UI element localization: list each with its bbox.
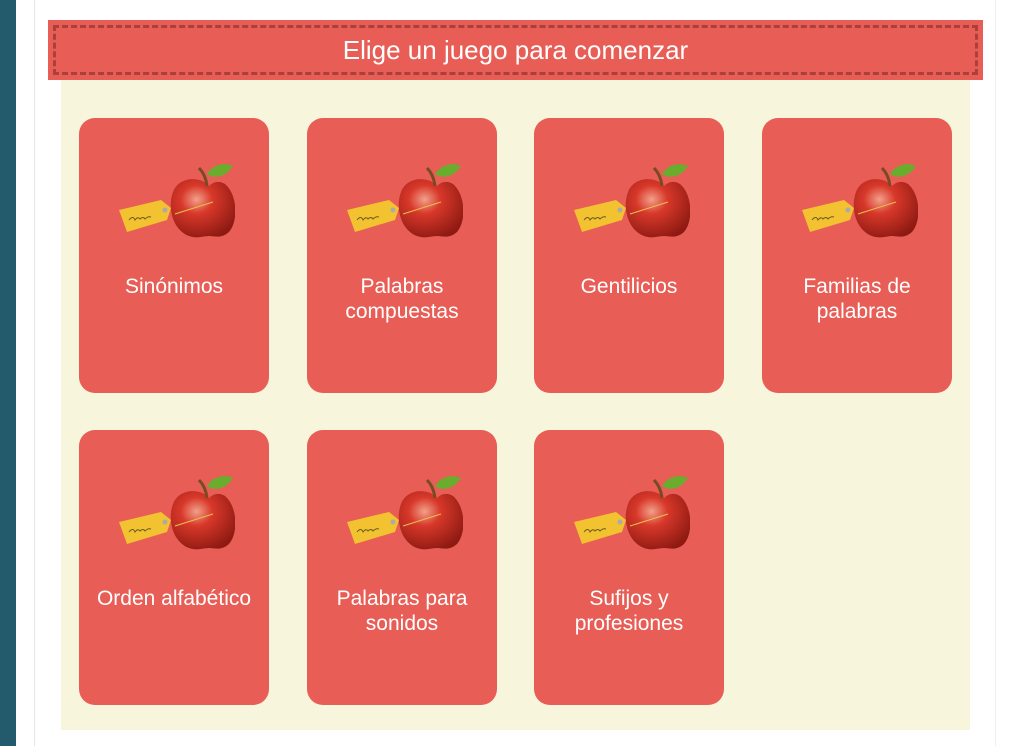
apple-with-tag-icon	[574, 476, 690, 550]
page-title: Elige un juego para comenzar	[342, 34, 689, 65]
game-card-label: Palabras para sonidos	[336, 587, 468, 635]
sidebar-strip	[0, 0, 16, 746]
header-dashed-frame: Elige un juego para comenzar	[53, 25, 978, 75]
page-header: Elige un juego para comenzar	[48, 20, 983, 80]
game-card-label: Sufijos y profesiones	[574, 587, 684, 635]
game-card-label: Palabras compuestas	[345, 275, 459, 323]
game-card-label: Gentilicios	[580, 275, 678, 298]
game-card[interactable]: Palabras compuestas	[307, 118, 497, 393]
divider	[995, 0, 996, 746]
game-card-label: Orden alfabético	[96, 587, 252, 610]
apple-with-tag-icon	[802, 164, 918, 238]
apple-with-tag-icon	[347, 476, 463, 550]
game-card[interactable]: Sufijos y profesiones	[534, 430, 724, 705]
game-card[interactable]: Palabras para sonidos	[307, 430, 497, 705]
game-card[interactable]: Sinónimos	[79, 118, 269, 393]
divider	[34, 0, 35, 746]
apple-with-tag-icon	[347, 164, 463, 238]
apple-with-tag-icon	[119, 164, 235, 238]
game-card-label: Familias de palabras	[803, 275, 911, 323]
game-card[interactable]: Gentilicios	[534, 118, 724, 393]
game-card[interactable]: Orden alfabético	[79, 430, 269, 705]
game-card[interactable]: Familias de palabras	[762, 118, 952, 393]
apple-with-tag-icon	[574, 164, 690, 238]
apple-with-tag-icon	[119, 476, 235, 550]
game-card-label: Sinónimos	[124, 275, 224, 298]
